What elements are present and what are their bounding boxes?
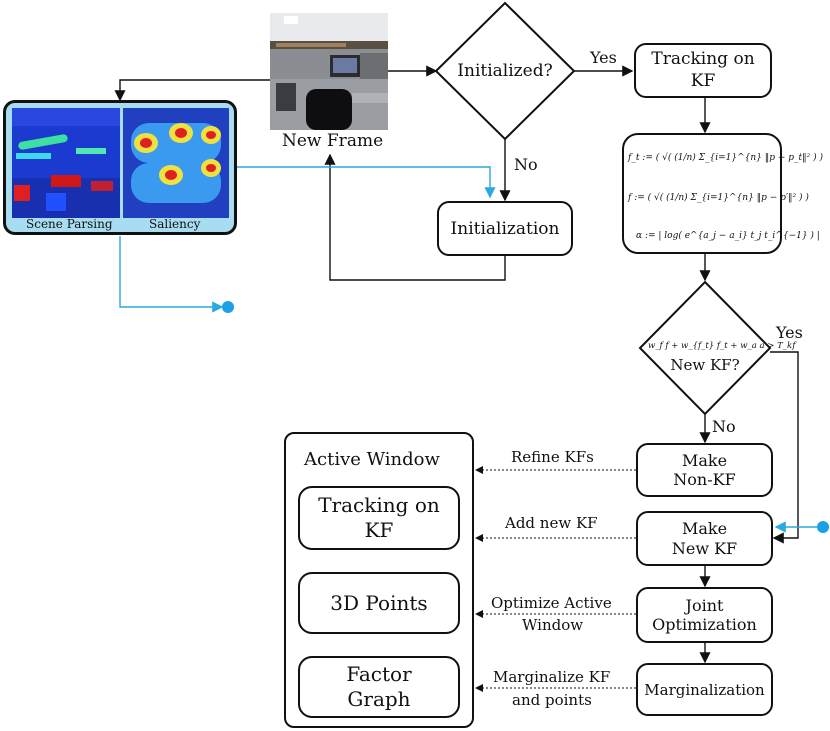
aw-3d-points-label: 3D Points (330, 591, 428, 615)
tracking-kf-box: Tracking on KF (634, 43, 772, 98)
formulas-box: f_t := ( √( (1/n) Σ_{i=1}^{n} ‖p − p_t‖²… (622, 133, 823, 254)
initialized-no-label: No (514, 155, 538, 174)
aw-factor-line1: Factor (346, 662, 412, 686)
aw-factor-graph-box: Factor Graph (298, 656, 460, 718)
aw-tracking-box: Tracking on KF (298, 486, 460, 550)
optimize-label-line1: Optimize Active (491, 594, 612, 612)
add-new-kf-label: Add new KF (505, 514, 598, 532)
arrow-frame-to-panel (114, 79, 270, 102)
make-non-kf-box: Make Non-KF (636, 443, 773, 497)
initialized-yes-label: Yes (590, 48, 617, 67)
marginalization-label: Marginalization (644, 680, 765, 699)
newkf-question: New KF? (670, 356, 740, 374)
scene-parsing-caption: Scene Parsing (26, 217, 113, 231)
blue-dot-right (817, 521, 829, 533)
make-non-kf-line2: Non-KF (673, 470, 736, 489)
marginalization-box: Marginalization (636, 663, 773, 716)
room-image (270, 13, 388, 130)
scene-panel: Scene Parsing Saliency (3, 100, 237, 235)
joint-optimization-box: Joint Optimization (636, 587, 773, 643)
new-frame-label: New Frame (282, 131, 384, 151)
blue-panel-to-initialization (236, 166, 496, 199)
blue-panel-down (119, 236, 224, 313)
formula-alpha: α := | log( e^{a_j − a_i} t_j t_i^{−1} )… (636, 231, 820, 241)
aw-3d-points-box: 3D Points (298, 572, 460, 634)
tracking-kf-line2: KF (690, 70, 716, 91)
aw-tracking-line1: Tracking on (318, 493, 440, 517)
make-new-kf-line1: Make (681, 519, 728, 539)
blue-dot-left (222, 301, 234, 313)
active-window: Active Window Tracking on KF 3D Points F… (284, 432, 474, 728)
initialization-label: Initialization (450, 218, 560, 239)
newkf-diamond (638, 280, 772, 416)
aw-factor-line2: Graph (347, 687, 411, 711)
refine-kfs-label: Refine KFs (511, 448, 594, 466)
make-new-kf-line2: New KF (671, 538, 738, 558)
newkf-no-label: No (712, 417, 736, 436)
active-window-title: Active Window (304, 449, 440, 470)
aw-tracking-line2: KF (364, 518, 394, 542)
make-new-kf-box: Make New KF (636, 511, 773, 566)
newkf-yes-label: Yes (776, 323, 803, 342)
marginalize-label-line1: Marginalize KF (493, 668, 611, 686)
marginalize-label-line2: and points (512, 691, 592, 709)
new-frame-photo (270, 13, 388, 130)
joint-opt-line1: Joint (685, 595, 724, 615)
initialized-question: Initialized? (457, 61, 553, 81)
arrow-initialization-loop (324, 153, 506, 281)
joint-opt-line2: Optimization (652, 615, 757, 634)
formula-f: f := ( √( (1/n) Σ_{i=1}^{n} ‖p − p′‖² ) … (628, 193, 809, 203)
formula-ft: f_t := ( √( (1/n) Σ_{i=1}^{n} ‖p − p_t‖²… (628, 153, 824, 163)
initialization-box: Initialization (437, 201, 573, 256)
saliency-caption: Saliency (149, 217, 201, 231)
arrow-decision-yes (770, 351, 799, 544)
make-non-kf-line1: Make (681, 450, 728, 470)
initialized-diamond (434, 1, 576, 141)
newkf-condition: w_f f + w_{f_t} f_t + w_a a > T_kf (648, 341, 796, 351)
scene-images (12, 108, 229, 218)
tracking-kf-line1: Tracking on (651, 49, 755, 70)
optimize-label-line2: Window (522, 616, 584, 634)
